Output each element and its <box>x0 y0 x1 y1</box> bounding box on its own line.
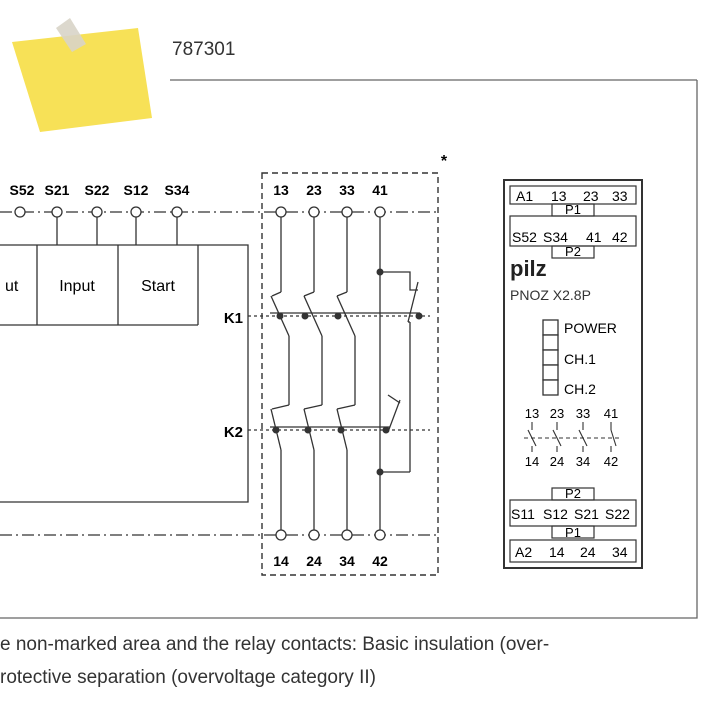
contact-top-terminals <box>275 206 386 218</box>
terminal-label: S21 <box>45 182 70 198</box>
relay-enclosure <box>261 172 439 576</box>
device-terminal: A2 <box>515 544 532 560</box>
device-terminal: S52 <box>512 229 537 245</box>
contact-terminal-label: 24 <box>306 553 322 569</box>
device-p2-bottom: P2 <box>565 486 581 501</box>
diagram-frame <box>0 80 698 619</box>
relay-label-k1: K1 <box>224 310 243 327</box>
contact-terminal-label: 33 <box>339 182 355 198</box>
device-contact-label: 14 <box>525 454 539 469</box>
caption-line-2: rotective separation (overvoltage catego… <box>0 667 376 688</box>
device-contact-label: 42 <box>604 454 618 469</box>
terminal-label: S12 <box>124 182 149 198</box>
device-contact-label: 13 <box>525 406 539 421</box>
contact-bottom-terminals <box>275 529 386 541</box>
led-label-power: POWER <box>564 320 617 336</box>
device-model: PNOZ X2.8P <box>510 287 591 303</box>
device-terminal: S11 <box>511 506 535 522</box>
device-terminal: S22 <box>605 506 630 522</box>
device-terminal: 13 <box>551 188 567 204</box>
device-terminal: 41 <box>586 229 602 245</box>
device-terminal: 33 <box>612 188 628 204</box>
device-terminal: 14 <box>549 544 565 560</box>
device-p1-bottom: P1 <box>565 525 581 540</box>
device-contact-label: 23 <box>550 406 564 421</box>
contact-terminal-label: 42 <box>372 553 388 569</box>
device-contact-label: 41 <box>604 406 618 421</box>
contact-terminal-label: 34 <box>339 553 355 569</box>
caption-line-1: e non-marked area and the relay contacts… <box>0 634 550 655</box>
device-terminal: 42 <box>612 229 628 245</box>
function-block-box <box>0 244 249 503</box>
document-number: 787301 <box>172 39 236 60</box>
asterisk-mark: * <box>441 153 448 170</box>
contact-terminal-label: 23 <box>306 182 322 198</box>
function-block-label: ut <box>5 278 19 295</box>
device-terminal: S34 <box>543 229 568 245</box>
contact-terminal-label: 14 <box>273 553 289 569</box>
terminal-label: S52 <box>10 182 35 198</box>
contact-terminal-label: 41 <box>372 182 388 198</box>
function-block-label: Input <box>59 278 95 295</box>
terminal-label: S22 <box>85 182 110 198</box>
device-terminal: 34 <box>612 544 628 560</box>
brand-logo: pilz <box>510 256 547 281</box>
relay-label-k2: K2 <box>224 424 243 441</box>
device-contact-symbol <box>524 422 620 452</box>
status-leds <box>542 319 559 396</box>
device-p1-top: P1 <box>565 202 581 217</box>
sticky-note <box>12 18 152 132</box>
device-terminal: A1 <box>516 188 533 204</box>
terminal-label: S34 <box>165 182 190 198</box>
device-front-view <box>503 179 643 569</box>
device-contact-label: 34 <box>576 454 590 469</box>
device-p2-top: P2 <box>565 244 581 259</box>
device-terminal: 23 <box>583 188 599 204</box>
device-contact-label: 33 <box>576 406 590 421</box>
led-label-ch2: CH.2 <box>564 381 596 397</box>
device-terminal: 24 <box>580 544 596 560</box>
function-block-label: Start <box>141 278 175 295</box>
device-terminal: S21 <box>574 506 599 522</box>
led-label-ch1: CH.1 <box>564 351 596 367</box>
device-terminal: S12 <box>543 506 568 522</box>
contact-terminal-label: 13 <box>273 182 289 198</box>
contact-wiring <box>248 217 430 530</box>
junction-dots <box>272 268 423 476</box>
device-contact-label: 24 <box>550 454 564 469</box>
